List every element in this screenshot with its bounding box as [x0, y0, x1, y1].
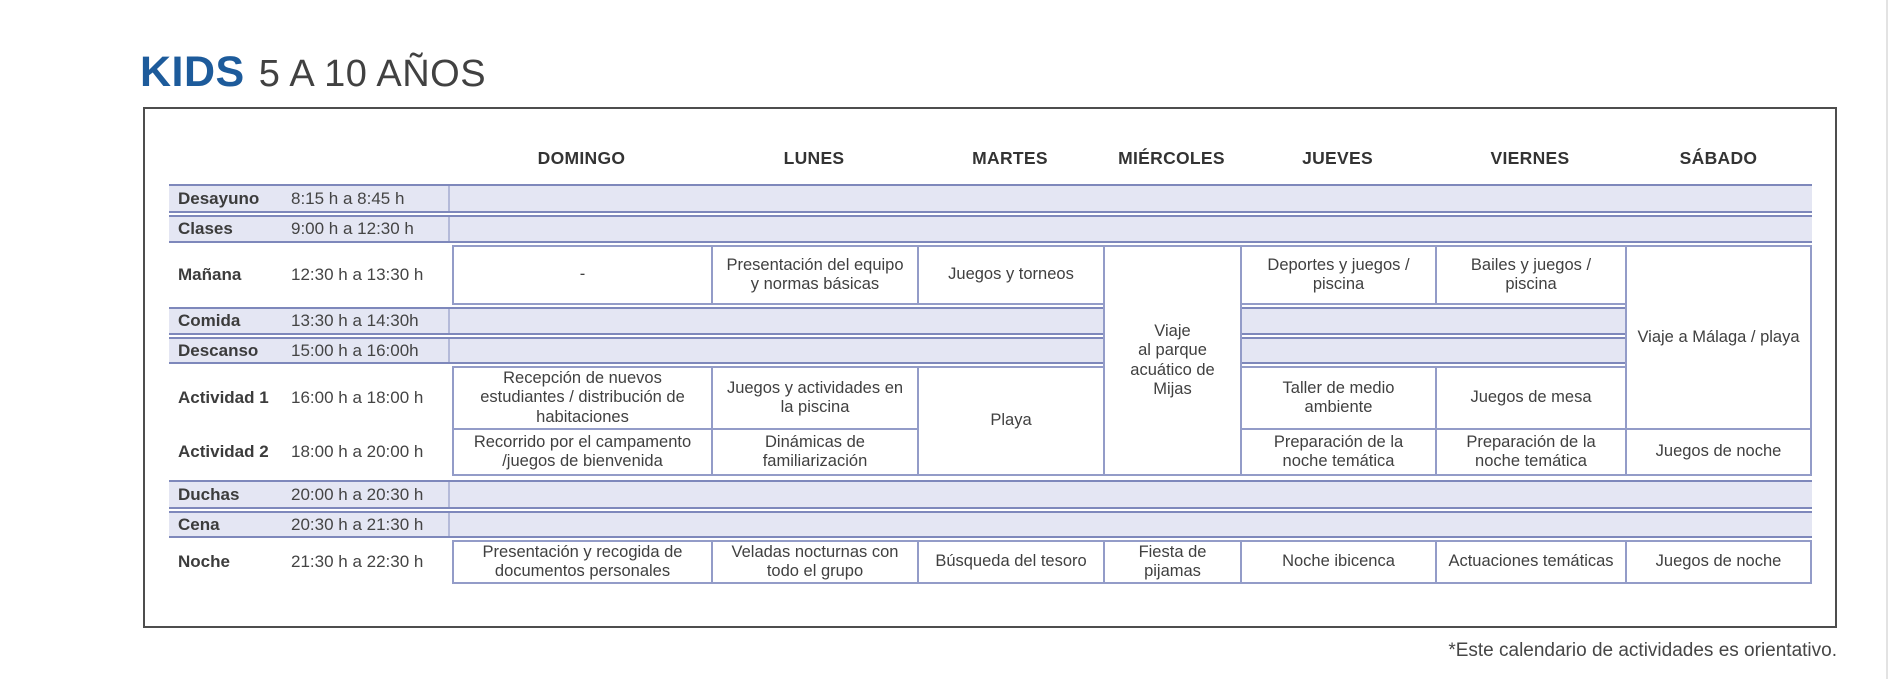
cell-act2-jueves: Preparación de la noche temática [1240, 428, 1437, 476]
row-manana: Mañana 12:30 h a 13:30 h - Presentación d… [169, 245, 1812, 305]
row-label: Duchas [178, 484, 240, 504]
row-desayuno: Desayuno 8:15 h a 8:45 h [169, 184, 1812, 213]
cell-noche-sabado: Juegos de noche [1625, 540, 1812, 584]
row-label: Mañana [178, 265, 242, 284]
day-header-sabado: SÁBADO [1679, 147, 1758, 168]
row-time: 18:00 h a 20:00 h [291, 442, 424, 461]
divider [448, 513, 450, 536]
page-title: KIDS [140, 48, 245, 96]
day-header-martes: MARTES [972, 147, 1048, 168]
cell-noche-jueves: Noche ibicenca [1240, 540, 1437, 584]
schedule-box: DOMINGO LUNES MARTES MIÉRCOLES JUEVES VI… [143, 107, 1837, 628]
row-label: Actividad 1 [178, 388, 269, 407]
cell-noche-domingo: Presentación y recogida de documentos pe… [452, 540, 713, 584]
cell-act1-viernes: Juegos de mesa [1435, 366, 1627, 430]
row-label: Cena [178, 514, 220, 534]
cell-act2-sabado: Juegos de noche [1625, 428, 1812, 476]
divider [448, 309, 450, 333]
divider [448, 186, 450, 211]
row-label: Descanso [178, 340, 259, 360]
cell-manana-lunes: Presentación del equipo y normas básicas [711, 245, 919, 305]
row-cena: Cena 20:30 h a 21:30 h [169, 511, 1812, 538]
page-subtitle: 5 A 10 AÑOS [258, 53, 487, 95]
day-header-viernes: VIERNES [1490, 147, 1570, 168]
day-header-jueves: JUEVES [1302, 147, 1373, 168]
row-label: Noche [178, 552, 230, 571]
page-edge-line [1886, 0, 1888, 679]
cell-noche-miercoles: Fiesta de pijamas [1103, 540, 1242, 584]
row-noche: Noche 21:30 h a 22:30 h Presentación y re… [169, 540, 1812, 584]
cell-act2-lunes: Dinámicas de familiarización [711, 428, 919, 476]
row-time: 20:00 h a 20:30 h [291, 484, 424, 504]
row-duchas: Duchas 20:00 h a 20:30 h [169, 480, 1812, 509]
divider [448, 482, 450, 507]
page-header: KIDS 5 A 10 AÑOS [140, 48, 486, 97]
row-time: 13:30 h a 14:30h [291, 311, 419, 330]
cell-manana-jueves: Deportes y juegos / piscina [1240, 245, 1437, 305]
cell-act1-domingo: Recepción de nuevos estudiantes / distri… [452, 366, 713, 430]
cell-manana-domingo: - [452, 245, 713, 305]
row-label: Clases [178, 219, 233, 238]
row-descanso: Descanso 15:00 h a 16:00h [169, 337, 1812, 364]
day-header-domingo: DOMINGO [537, 147, 626, 168]
cell-manana-martes: Juegos y torneos [917, 245, 1105, 305]
cell-act1-lunes: Juegos y actividades en la piscina [711, 366, 919, 430]
row-clases: Clases 9:00 h a 12:30 h [169, 215, 1812, 243]
row-label: Comida [178, 311, 241, 330]
cell-act2-viernes: Preparación de la noche temática [1435, 428, 1627, 476]
cell-noche-lunes: Veladas nocturnas con todo el grupo [711, 540, 919, 584]
schedule-table: DOMINGO LUNES MARTES MIÉRCOLES JUEVES VI… [169, 109, 1812, 630]
cell-noche-viernes: Actuaciones temáticas [1435, 540, 1627, 584]
divider [448, 339, 450, 362]
cell-act2-domingo: Recorrido por el campamento /juegos de b… [452, 428, 713, 476]
cell-martes-playa: Playa [917, 366, 1105, 476]
cell-miercoles-trip-mijas: Viaje al parque acuático de Mijas [1103, 245, 1242, 476]
cell-act1-jueves: Taller de medio ambiente [1240, 366, 1437, 430]
row-time: 21:30 h a 22:30 h [291, 552, 424, 571]
row-comida: Comida 13:30 h a 14:30h [169, 307, 1812, 335]
row-label: Desayuno [178, 188, 260, 208]
row-label: Actividad 2 [178, 442, 269, 461]
row-actividad-2: Actividad 2 18:00 h a 20:00 h Recorrido p… [169, 428, 1812, 476]
footnote: *Este calendario de actividades es orien… [1448, 640, 1837, 661]
cell-noche-martes: Búsqueda del tesoro [917, 540, 1105, 584]
row-time: 9:00 h a 12:30 h [291, 219, 414, 238]
row-time: 12:30 h a 13:30 h [291, 265, 424, 284]
divider [448, 217, 450, 241]
row-time: 16:00 h a 18:00 h [291, 388, 424, 407]
row-time: 8:15 h a 8:45 h [291, 188, 405, 208]
row-time: 15:00 h a 16:00h [291, 340, 419, 360]
cell-manana-viernes: Bailes y juegos / piscina [1435, 245, 1627, 305]
day-header-lunes: LUNES [783, 147, 845, 168]
row-actividad-1: Actividad 1 16:00 h a 18:00 h Recepción d… [169, 366, 1812, 430]
row-time: 20:30 h a 21:30 h [291, 514, 424, 534]
day-header-miercoles: MIÉRCOLES [1118, 147, 1225, 168]
cell-sabado-trip-malaga: Viaje a Málaga / playa [1625, 245, 1812, 430]
